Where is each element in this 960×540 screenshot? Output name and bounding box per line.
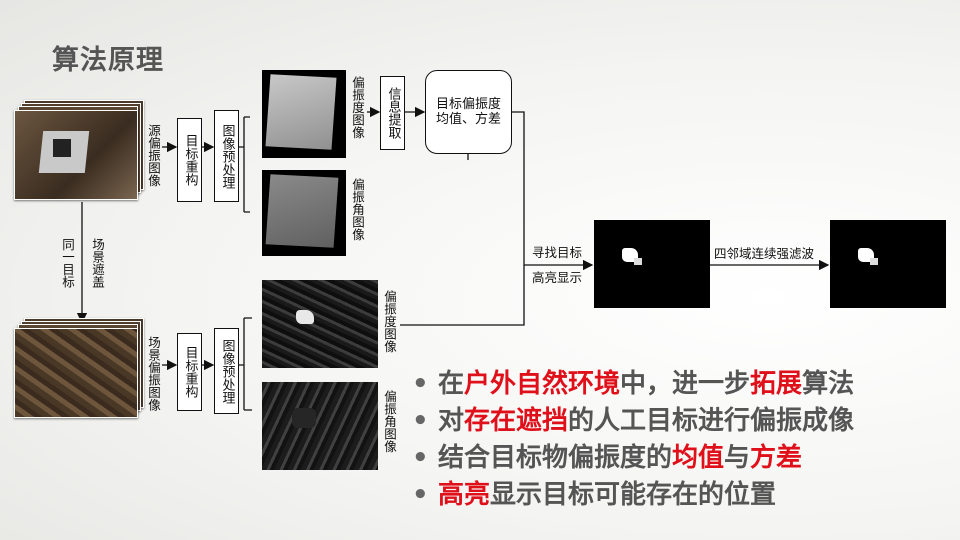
bullet-list: 在户外自然环境中，进一步拓展算法对存在遮挡的人工目标进行偏振成像结合目标物偏振度… bbox=[412, 366, 854, 514]
scene-image-label: 场景偏振图像 bbox=[146, 336, 161, 411]
target-reconstruct-box-1: 目标重构 bbox=[177, 118, 202, 202]
bullet-text: 高亮 bbox=[438, 480, 491, 510]
image-preprocess-box-1: 图像预处理 bbox=[214, 110, 239, 202]
bullet-text: 户外自然环境 bbox=[464, 369, 621, 399]
bullet-item: 高亮显示目标可能存在的位置 bbox=[412, 477, 854, 514]
dop-image-label-top: 偏振度图像 bbox=[350, 76, 365, 139]
page-title: 算法原理 bbox=[52, 45, 164, 76]
bullet-text: 存在遮挡 bbox=[464, 406, 569, 436]
aop-image-bottom bbox=[262, 382, 378, 470]
bullet-text: 拓展 bbox=[750, 369, 803, 399]
bullet-text: 方差 bbox=[750, 443, 803, 473]
highlight-label: 高亮显示 bbox=[532, 270, 583, 285]
bullet-text: 与 bbox=[724, 443, 751, 473]
find-target-label: 寻找目标 bbox=[532, 245, 583, 260]
bullet-text: 中，进一步 bbox=[620, 369, 751, 399]
target-reconstruct-box-2: 目标重构 bbox=[177, 333, 202, 411]
bullet-text: 算法 bbox=[802, 369, 855, 399]
aop-image-top bbox=[262, 170, 346, 256]
result-image-highlight bbox=[594, 220, 710, 308]
bullet-text: 均值 bbox=[672, 443, 725, 473]
bullet-text: 对 bbox=[438, 406, 465, 436]
card-target-dark-shape bbox=[53, 139, 71, 157]
scene-occlusion-label: 场景遮盖 bbox=[90, 238, 105, 288]
image-preprocess-box-2: 图像预处理 bbox=[214, 328, 239, 414]
result-image-filtered bbox=[830, 220, 946, 308]
scene-image-stack bbox=[14, 318, 144, 418]
target-stats-box: 目标偏振度均值、方差 bbox=[425, 70, 512, 154]
bullet-text: 结合目标物偏振度的 bbox=[438, 443, 673, 473]
bullet-item: 对存在遮挡的人工目标进行偏振成像 bbox=[412, 403, 854, 440]
same-target-label: 同一目标 bbox=[60, 238, 75, 288]
dop-image-label-bottom: 偏振度图像 bbox=[382, 290, 397, 353]
source-image-label: 源偏振图像 bbox=[146, 124, 161, 187]
dop-image-bottom bbox=[262, 280, 378, 368]
bullet-text: 显示目标可能存在的位置 bbox=[490, 480, 777, 510]
filter-label: 四邻域连续强滤波 bbox=[714, 246, 815, 261]
bullet-text: 在 bbox=[438, 369, 465, 399]
aop-image-label-bottom: 偏振角图像 bbox=[382, 390, 397, 453]
source-image-stack bbox=[14, 100, 144, 200]
aop-image-label-top: 偏振角图像 bbox=[350, 178, 365, 241]
dop-image-top bbox=[262, 70, 346, 158]
bullet-text: 的人工目标进行偏振成像 bbox=[568, 406, 855, 436]
bullet-item: 在户外自然环境中，进一步拓展算法 bbox=[412, 366, 854, 403]
info-extract-box: 信息提取 bbox=[380, 76, 405, 150]
bullet-item: 结合目标物偏振度的均值与方差 bbox=[412, 440, 854, 477]
